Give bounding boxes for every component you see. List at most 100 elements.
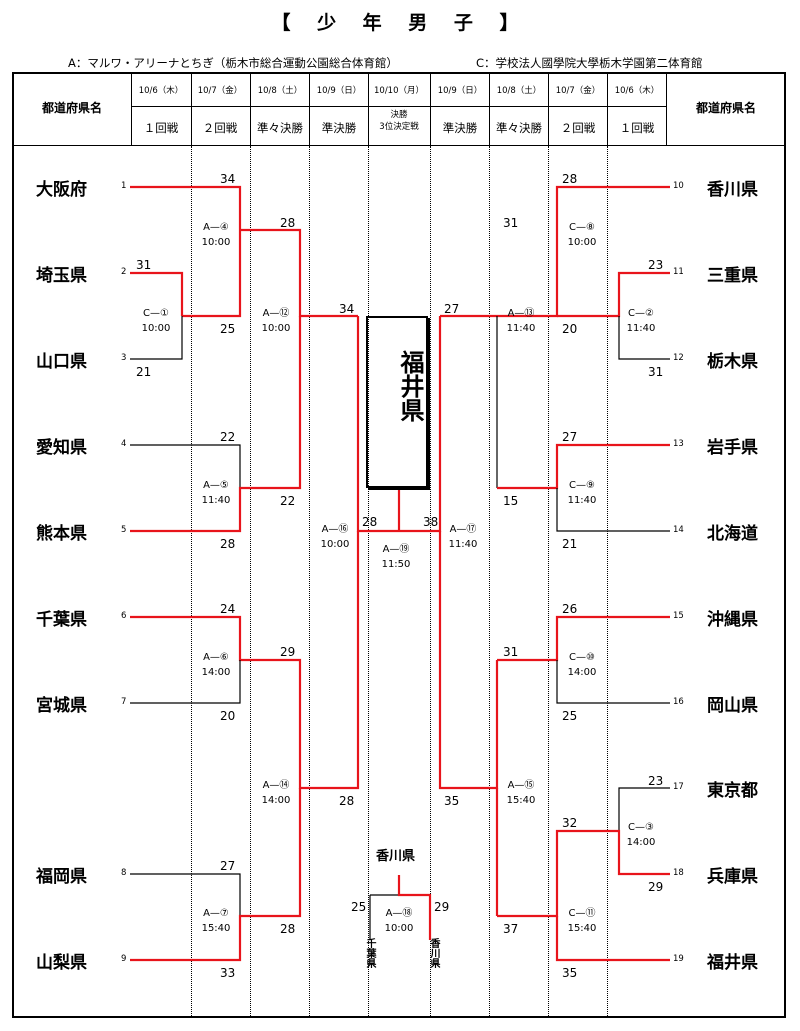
round-divider — [250, 146, 251, 1016]
match-time: 11:40 — [201, 495, 231, 506]
round-date: 10/8（土） — [496, 86, 542, 96]
match-code: A—⑤ — [203, 480, 229, 491]
team-seed: 2 — [121, 267, 127, 277]
pref-header-left: 都道府県名 — [41, 101, 102, 115]
round-divider — [191, 146, 192, 1016]
header-col-separator — [666, 74, 667, 145]
round-divider — [430, 146, 431, 1016]
match-score: 22 — [280, 494, 296, 508]
match-score: 23 — [648, 258, 664, 272]
bracket-line — [130, 788, 302, 962]
match-code: A—⑯ — [321, 524, 349, 535]
team-seed: 7 — [121, 697, 127, 707]
round-divider — [489, 146, 490, 1016]
team-name: 香川県 — [707, 180, 758, 200]
bracket-line — [497, 443, 670, 490]
match-time: 10:00 — [320, 539, 350, 550]
match-score: 25 — [562, 709, 578, 723]
match-score: 34 — [339, 302, 355, 316]
round-divider — [548, 146, 549, 1016]
team-seed: 18 — [673, 868, 684, 878]
round-name: 準決勝 — [442, 121, 478, 135]
match-code: A—⑮ — [507, 780, 535, 791]
match-score: 32 — [562, 816, 578, 830]
bracket-line — [556, 660, 670, 704]
match-code: A—⑱ — [385, 908, 413, 919]
header-col-separator — [250, 74, 251, 145]
match-time: 10:00 — [567, 237, 597, 248]
match-score: 24 — [220, 602, 236, 616]
match-score: 28 — [280, 922, 296, 936]
team-seed: 6 — [121, 611, 127, 621]
match-score: 38 — [423, 515, 439, 529]
match-time: 14:00 — [567, 667, 597, 678]
match-time: 10:00 — [141, 323, 171, 334]
round-name: 準決勝 — [321, 121, 357, 135]
header-col-separator — [368, 74, 369, 145]
team-seed: 1 — [121, 181, 127, 191]
header-col-separator — [548, 74, 549, 145]
match-time: 14:00 — [201, 667, 231, 678]
bracket-line — [130, 444, 241, 488]
match-time: 15:40 — [567, 923, 597, 934]
page-title: 【 少 年 男 子 】 — [271, 12, 529, 34]
team-seed: 5 — [121, 525, 127, 535]
header-col-separator — [607, 74, 608, 145]
bracket-line — [555, 916, 670, 962]
match-code: A—⑭ — [262, 780, 290, 791]
header-col-separator — [309, 74, 310, 145]
team-name: 福岡県 — [36, 867, 87, 887]
bracket-line — [130, 873, 241, 916]
match-score: 34 — [220, 172, 236, 186]
team-seed: 14 — [673, 525, 684, 535]
match-score: 20 — [220, 709, 236, 723]
match-score: 27 — [220, 859, 236, 873]
bracket-line — [497, 829, 670, 918]
team-seed: 9 — [121, 954, 127, 964]
team-name: 埼玉県 — [36, 266, 87, 286]
team-seed: 17 — [673, 782, 684, 792]
match-score: 28 — [220, 537, 236, 551]
team-name: 栃木県 — [707, 352, 758, 372]
match-score: 25 — [220, 322, 236, 336]
match-code: C—⑩ — [569, 652, 595, 663]
match-code: A—⑬ — [507, 308, 535, 319]
match-code: C—⑪ — [568, 908, 596, 919]
match-code: C—⑨ — [569, 480, 595, 491]
match-time: 15:40 — [506, 795, 536, 806]
match-code: A—④ — [203, 222, 229, 233]
match-code: C—③ — [628, 822, 654, 833]
match-score: 35 — [444, 794, 460, 808]
team-seed: 16 — [673, 697, 684, 707]
round-date: 10/6（木） — [138, 86, 184, 96]
match-score: 33 — [220, 966, 236, 980]
round-name: ２回戦 — [202, 121, 238, 135]
match-time: 10:00 — [384, 923, 414, 934]
round-name: 準々決勝 — [257, 121, 303, 135]
team-name: 大阪府 — [36, 180, 87, 200]
match-time: 11:40 — [567, 495, 597, 506]
round-name: １回戦 — [619, 121, 655, 135]
bracket-line — [130, 316, 183, 360]
match-code: C—① — [143, 308, 169, 319]
bracket-line — [240, 228, 358, 318]
match-code: A—⑫ — [262, 308, 290, 319]
team-name: 千葉県 — [36, 610, 87, 630]
team-seed: 4 — [121, 439, 127, 449]
team-seed: 12 — [673, 353, 684, 363]
bracket-line — [618, 316, 670, 360]
bracket-line — [130, 316, 302, 533]
round-name: 決勝 3位決定戦 — [379, 110, 419, 132]
match-score: 28 — [562, 172, 578, 186]
round-date: 10/7（金） — [197, 86, 243, 96]
match-code: A—⑲ — [382, 544, 410, 555]
match-score: 21 — [136, 365, 152, 379]
match-time: 14:00 — [626, 837, 656, 848]
venue-a-legend: A：マルワ・アリーナとちぎ（栃木市総合運動公園総合体育館） — [68, 56, 398, 70]
team-name: 東京都 — [707, 781, 758, 801]
team-seed: 3 — [121, 353, 127, 363]
round-name: １回戦 — [143, 121, 179, 135]
round-divider — [607, 146, 608, 1016]
round-date: 10/10（月） — [374, 86, 424, 96]
